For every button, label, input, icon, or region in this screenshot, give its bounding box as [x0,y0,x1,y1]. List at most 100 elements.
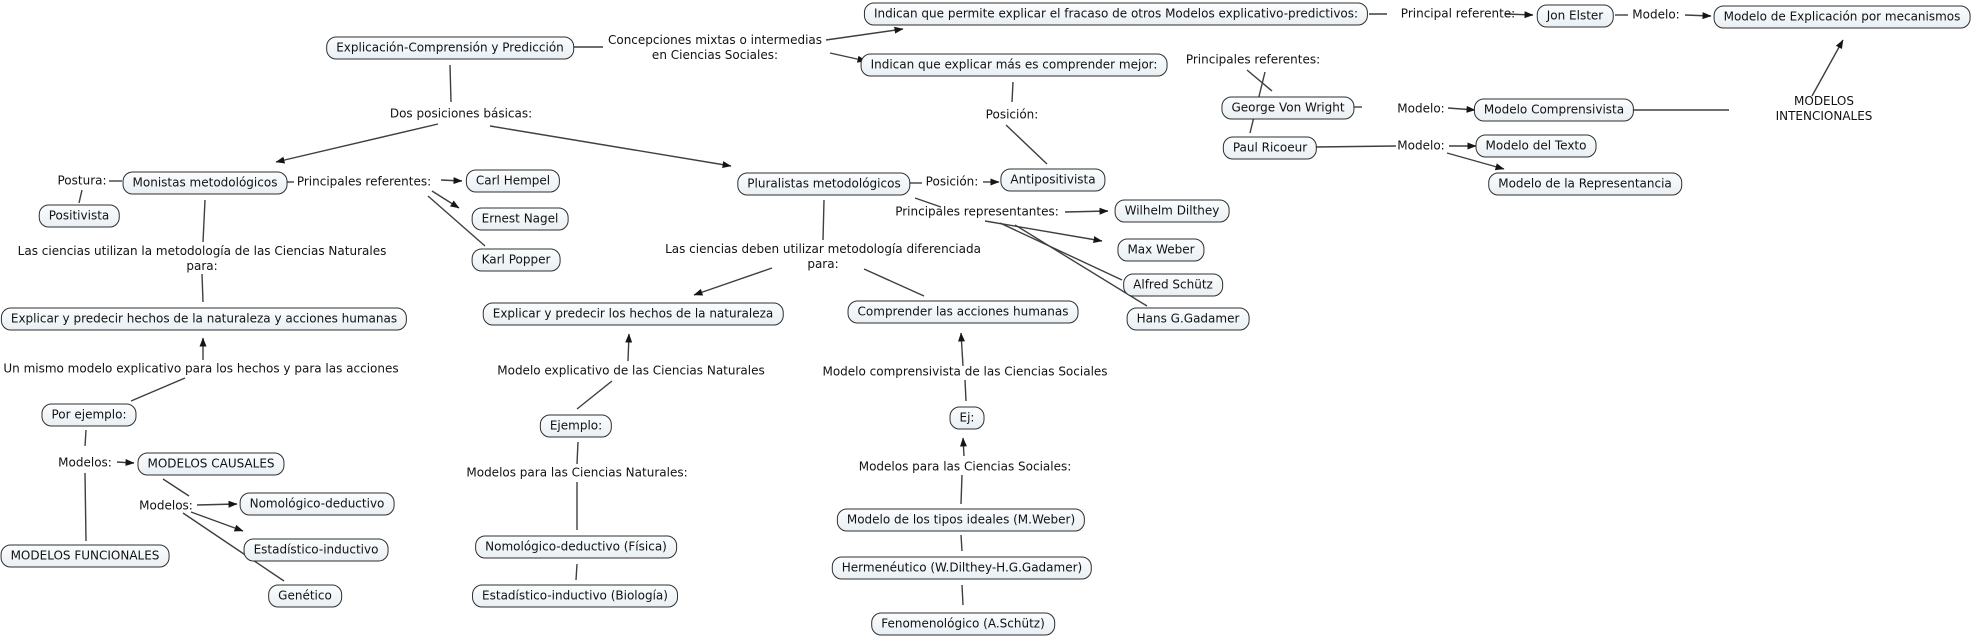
concept-node-explicar-hechos-naturaleza[interactable]: Explicar y predecir los hechos de la nat… [482,302,784,326]
connector-line [914,197,942,208]
concept-node-alfred-schutz[interactable]: Alfred Schütz [1123,273,1223,297]
link-label-modelo-comprensivista-label: Modelo: [1397,101,1445,116]
concept-node-hermeneutico[interactable]: Hermenéutico (W.Dilthey-H.G.Gadamer) [831,556,1093,580]
concept-node-ej[interactable]: Ej: [949,406,985,430]
connector-line [431,190,460,209]
connector-line [182,512,285,582]
concept-node-modelo-comprensivista[interactable]: Modelo Comprensivista [1473,98,1635,122]
connector-line [1005,124,1048,165]
concept-node-nomologico-deductivo[interactable]: Nomológico-deductivo [239,492,395,516]
connector-line [575,563,578,581]
connector-line [162,478,190,497]
connector-line [693,267,773,296]
connector-line [84,429,87,447]
link-label-postura: Postura: [57,173,107,188]
connector-line [1811,39,1844,97]
connector-line [822,199,825,241]
connector-line [78,189,83,204]
concept-node-jon-elster[interactable]: Jon Elster [1536,4,1614,28]
connector-line [1504,11,1534,19]
connector-line [863,268,925,297]
concept-node-explicar-hechos-acciones[interactable]: Explicar y predecir hechos de la natural… [0,307,408,331]
connector-line [202,199,206,243]
concept-node-fenomenologico[interactable]: Fenomenológico (A.Schütz) [871,612,1055,636]
concept-node-carl-hempel[interactable]: Carl Hempel [465,169,561,193]
concept-node-monistas-metodologicos[interactable]: Monistas metodológicos [122,171,288,195]
link-label-mismo-modelo: Un mismo modelo explicativo para los hec… [3,361,399,376]
link-label-principales-representantes: Principales representantes: [895,204,1059,219]
concept-node-indican-fracaso[interactable]: Indican que permite explicar el fracaso … [863,2,1369,26]
concept-node-modelos-causales[interactable]: MODELOS CAUSALES [137,452,285,476]
connector-line [961,584,964,606]
connector-line [1246,69,1273,92]
link-label-modelos-para-cs: Modelos para las Ciencias Sociales: [858,459,1072,474]
link-label-principal-referente: Principal referente: [1400,6,1516,21]
concept-node-hans-gadamer[interactable]: Hans G.Gadamer [1126,307,1250,331]
concept-node-modelos-funcionales[interactable]: MODELOS FUNCIONALES [0,544,170,568]
concept-node-positivista[interactable]: Positivista [38,204,120,228]
concept-node-estadistico-inductivo[interactable]: Estadístico-inductivo [243,538,389,562]
connector-line [576,380,613,410]
link-label-modelo-texto-label: Modelo: [1397,138,1445,153]
concept-node-karl-popper[interactable]: Karl Popper [471,248,561,272]
connector-line [958,332,966,367]
concept-node-pluralistas-metodologicos[interactable]: Pluralistas metodológicos [737,172,911,196]
concept-node-tipos-ideales[interactable]: Modelo de los tipos ideales (M.Weber) [836,508,1086,532]
connector-line [576,441,579,465]
concept-node-estadistico-biologia[interactable]: Estadístico-inductivo (Biología) [472,584,678,608]
link-label-principales-referentes-izq: Principales referentes: [296,174,432,189]
concept-node-paul-ricoeur[interactable]: Paul Ricoeur [1222,136,1318,160]
connector-line [427,195,486,247]
connector-line [1684,12,1712,20]
connector-line [130,377,186,402]
concept-node-comprender-acciones[interactable]: Comprender las acciones humanas [847,300,1079,324]
concept-node-explicacion-comprension[interactable]: Explicación-Comprensión y Predicción [326,36,574,60]
connector-line [196,500,238,508]
connector-line [190,511,244,532]
connector-line [960,474,963,505]
link-label-dos-posiciones: Dos posiciones básicas: [389,106,533,121]
connector-line [449,64,452,103]
connector-line [201,273,204,303]
connector-line [1447,105,1476,113]
concept-node-max-weber[interactable]: Max Weber [1117,238,1205,262]
concept-node-por-ejemplo[interactable]: Por ejemplo: [41,403,137,427]
link-label-modelos-1: Modelos: [58,455,112,470]
link-label-ciencias-naturales-para: Las ciencias utilizan la metodología de … [17,244,387,273]
connector-line [440,177,463,185]
link-label-modelo-comprensivista-cs: Modelo comprensivista de las Ciencias So… [822,364,1108,379]
concept-node-wilhelm-dilthey[interactable]: Wilhelm Dilthey [1114,199,1230,223]
link-label-modelos-intencionales: MODELOS INTENCIONALES [1775,94,1873,123]
connector-line [489,125,732,169]
link-label-metodologia-diferenciada: Las ciencias deben utilizar metodología … [665,242,981,271]
concept-node-indican-explicar-mas[interactable]: Indican que explicar más es comprender m… [860,53,1168,77]
concept-node-genetico[interactable]: Genético [268,584,342,608]
connector-line [1314,145,1397,148]
connector-line [625,333,633,362]
connector-line [999,222,1123,281]
concept-node-george-von-wright[interactable]: George Von Wright [1221,96,1355,120]
link-label-modelo-explicativo-cn: Modelo explicativo de las Ciencias Natur… [497,363,765,378]
link-label-posicion-izq: Posición: [925,174,979,189]
concept-node-modelo-del-texto[interactable]: Modelo del Texto [1475,134,1597,158]
connector-line [959,437,967,457]
concept-node-modelo-explicacion-mecanismos[interactable]: Modelo de Explicación por mecanismos [1713,5,1971,29]
link-label-modelo-top: Modelo: [1632,7,1680,22]
concept-node-modelo-representancia[interactable]: Modelo de la Representancia [1488,172,1682,196]
link-label-modelos-para-cn: Modelos para las Ciencias Naturales: [466,465,688,480]
concept-node-ernest-nagel[interactable]: Ernest Nagel [471,207,569,231]
connector-line [116,459,135,466]
concept-node-antipositivista[interactable]: Antipositivista [1000,168,1106,192]
concept-node-nomologico-fisica[interactable]: Nomológico-deductivo (Física) [475,535,677,559]
connector-line [829,52,867,63]
link-label-principales-referentes-der: Principales referentes: [1185,52,1321,67]
link-label-posicion-der: Posición: [985,107,1039,122]
connector-line [964,379,967,402]
connector-line [84,472,87,542]
connector-line [825,26,904,41]
connector-line [1446,152,1505,171]
connector-line [275,123,439,164]
concept-node-ejemplo[interactable]: Ejemplo: [539,414,613,438]
